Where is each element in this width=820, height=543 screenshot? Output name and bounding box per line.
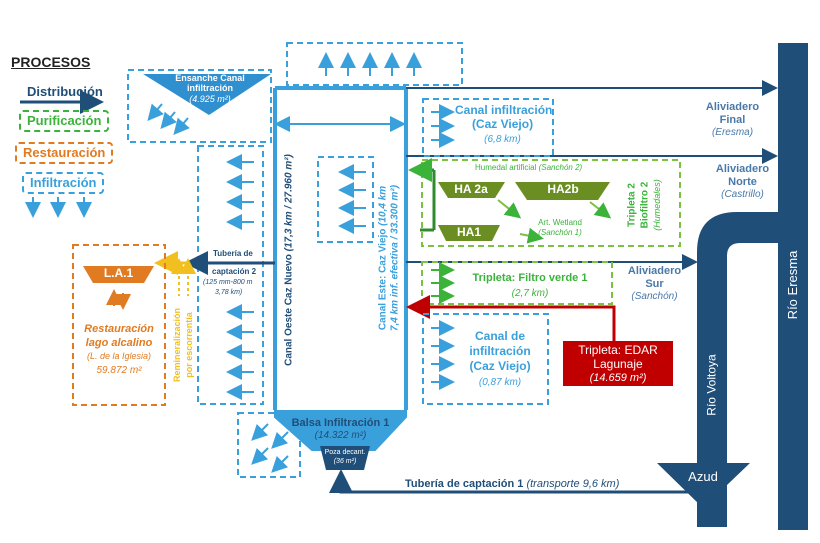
filtro-verde-box	[421, 261, 613, 305]
aliviadero-final-title: Aliviadero	[705, 101, 760, 113]
filtro-arrows	[431, 262, 455, 304]
rio-voltoya-label: Río Voltoya	[704, 354, 719, 416]
tuberia1-label: Tubería de captación 1 (transporte 9,6 k…	[405, 478, 620, 490]
la1-box	[72, 244, 166, 406]
ha2a-label: HA 2a	[454, 182, 488, 196]
ha2b-label: HA2b	[547, 182, 579, 196]
tripleta2-detail: (Humedales)	[652, 179, 663, 231]
humedal-arrows	[497, 199, 612, 244]
canal-este-label: Canal Este: Caz Viejo (10,4 km	[377, 185, 389, 331]
azud-marker	[657, 463, 750, 508]
canal-bottom-title: Canal de	[474, 329, 525, 343]
tuberia2-subtitle: captación 2	[212, 267, 257, 276]
legend-infiltracion: Infiltración	[22, 172, 105, 194]
aliviadero-norte-title: Aliviadero	[715, 163, 770, 175]
rio-eresma	[778, 43, 808, 530]
canal-top-right-arrows	[431, 104, 455, 148]
top-up-arrows	[318, 52, 422, 76]
top-infiltration-box	[286, 42, 463, 86]
filtro-title: Tripleta: Filtro verde 1	[472, 272, 588, 284]
ensanche-area: (4.925 m²)	[189, 94, 231, 104]
legend-restauracion: Restauración	[15, 142, 114, 164]
la1-rest2: lago alcalino	[85, 337, 153, 349]
legend-title: PROCESOS	[11, 54, 91, 70]
canal-bottom-subtitle: (Caz Viejo)	[469, 359, 531, 373]
canal-top-subtitle: (Caz Viejo)	[471, 117, 534, 131]
rio-eresma-label: Río Eresma	[784, 250, 800, 320]
legend-purificacion: Purificación	[19, 110, 110, 132]
ha2a-basin	[438, 182, 505, 198]
ha1-label: HA1	[456, 225, 481, 239]
poza-area: (36 m²)	[333, 458, 357, 465]
ha2b-basin	[515, 182, 610, 200]
canal-infiltracion-top-box	[422, 98, 554, 157]
wetland-label: Art. Wetland	[538, 218, 582, 227]
aliviadero-sur-subtitle: Sur	[645, 278, 664, 290]
legend-distribucion: Distribución	[27, 84, 103, 99]
edar-subtitle: Lagunaje	[593, 357, 643, 371]
balsa-title: Balsa Infiltración 1	[291, 417, 390, 429]
ensanche-title: Ensanche Canal	[175, 73, 245, 83]
aliviadero-norte-subtitle: Norte	[728, 176, 757, 188]
filtro-length: (2,7 km)	[511, 288, 549, 299]
aliviadero-final-subtitle: Final	[719, 114, 746, 126]
la1-area: 59.872 m²	[96, 365, 142, 376]
la1-updown-arrows	[106, 289, 131, 310]
wetland-place: (Sanchón 1)	[538, 228, 582, 237]
humedal-title: Humedal artificial (Sanchón 2)	[475, 163, 583, 172]
ensanche-subtitle: infiltración	[186, 83, 233, 93]
aliviadero-final-place: (Eresma)	[711, 127, 754, 138]
canal-bottom-title2: infiltración	[469, 344, 531, 358]
bottom-box-arrows	[251, 423, 289, 473]
balsa-area: (14.322 m²)	[314, 430, 367, 441]
canal-bottom-arrows	[431, 320, 455, 390]
canal-bottom-length: (0,87 km)	[478, 377, 522, 388]
canal-infiltracion-bottom-box	[422, 313, 549, 405]
ha1-basin	[438, 225, 500, 241]
green-feed-line	[420, 168, 436, 232]
la1-place: (L. de la Iglesia)	[86, 351, 152, 361]
tuberia2-detail2: 3,78 km)	[215, 289, 243, 296]
edar-flow	[406, 295, 616, 341]
tuberia2-title: Tubería de	[213, 249, 253, 258]
la1-rest: Restauración	[84, 323, 154, 335]
tuberia-1	[329, 469, 697, 494]
canal-oeste-label: Canal Oeste Caz Nuevo (17,3 km / 27.960 …	[283, 154, 295, 366]
aliviadero-norte-place: (Castrillo)	[721, 189, 764, 200]
left-infiltration-box	[197, 145, 264, 405]
ensanche-arrows	[147, 103, 190, 136]
inner-left-arrows	[338, 164, 366, 234]
humedal-box	[421, 159, 681, 247]
aliviadero-sur-title: Aliviadero	[627, 265, 682, 277]
tripleta2-subtitle: Biofiltro 2	[639, 181, 651, 229]
left-column-arrows	[226, 154, 254, 400]
la1-title: L.A.1	[103, 266, 134, 280]
tripleta2-title: Tripleta 2	[626, 183, 638, 227]
edar-title: Tripleta: EDAR	[578, 343, 658, 357]
aliviadero-sur-place: (Sanchón)	[631, 291, 678, 302]
canal-top-title: Canal infiltración	[455, 103, 553, 117]
poza-decantacion	[320, 446, 370, 470]
legend-infiltration-arrows	[25, 197, 92, 218]
poza-title: Poza decant.	[324, 449, 366, 456]
tuberia2-detail: (125 mm-800 m	[203, 279, 253, 286]
rio-voltoya	[697, 212, 778, 527]
ensanche-basin	[143, 74, 271, 115]
ensanche-box	[127, 69, 272, 143]
la1-basin	[83, 266, 154, 283]
canal-este-detail: 7,4 km inf. efectiva / 33.300 m²)	[389, 184, 401, 332]
canal-top-length: (6,8 km)	[484, 134, 521, 145]
main-canal-frame	[273, 86, 408, 410]
bottom-infiltration-box	[237, 412, 301, 478]
remin-subtitle: por escorrentía	[184, 312, 195, 378]
remin-title: Remineralización	[172, 307, 183, 383]
inner-infiltration-box	[317, 156, 374, 243]
edar-box	[563, 341, 673, 386]
azud-label: Azud	[688, 469, 718, 484]
edar-area: (14.659 m²)	[589, 372, 647, 384]
